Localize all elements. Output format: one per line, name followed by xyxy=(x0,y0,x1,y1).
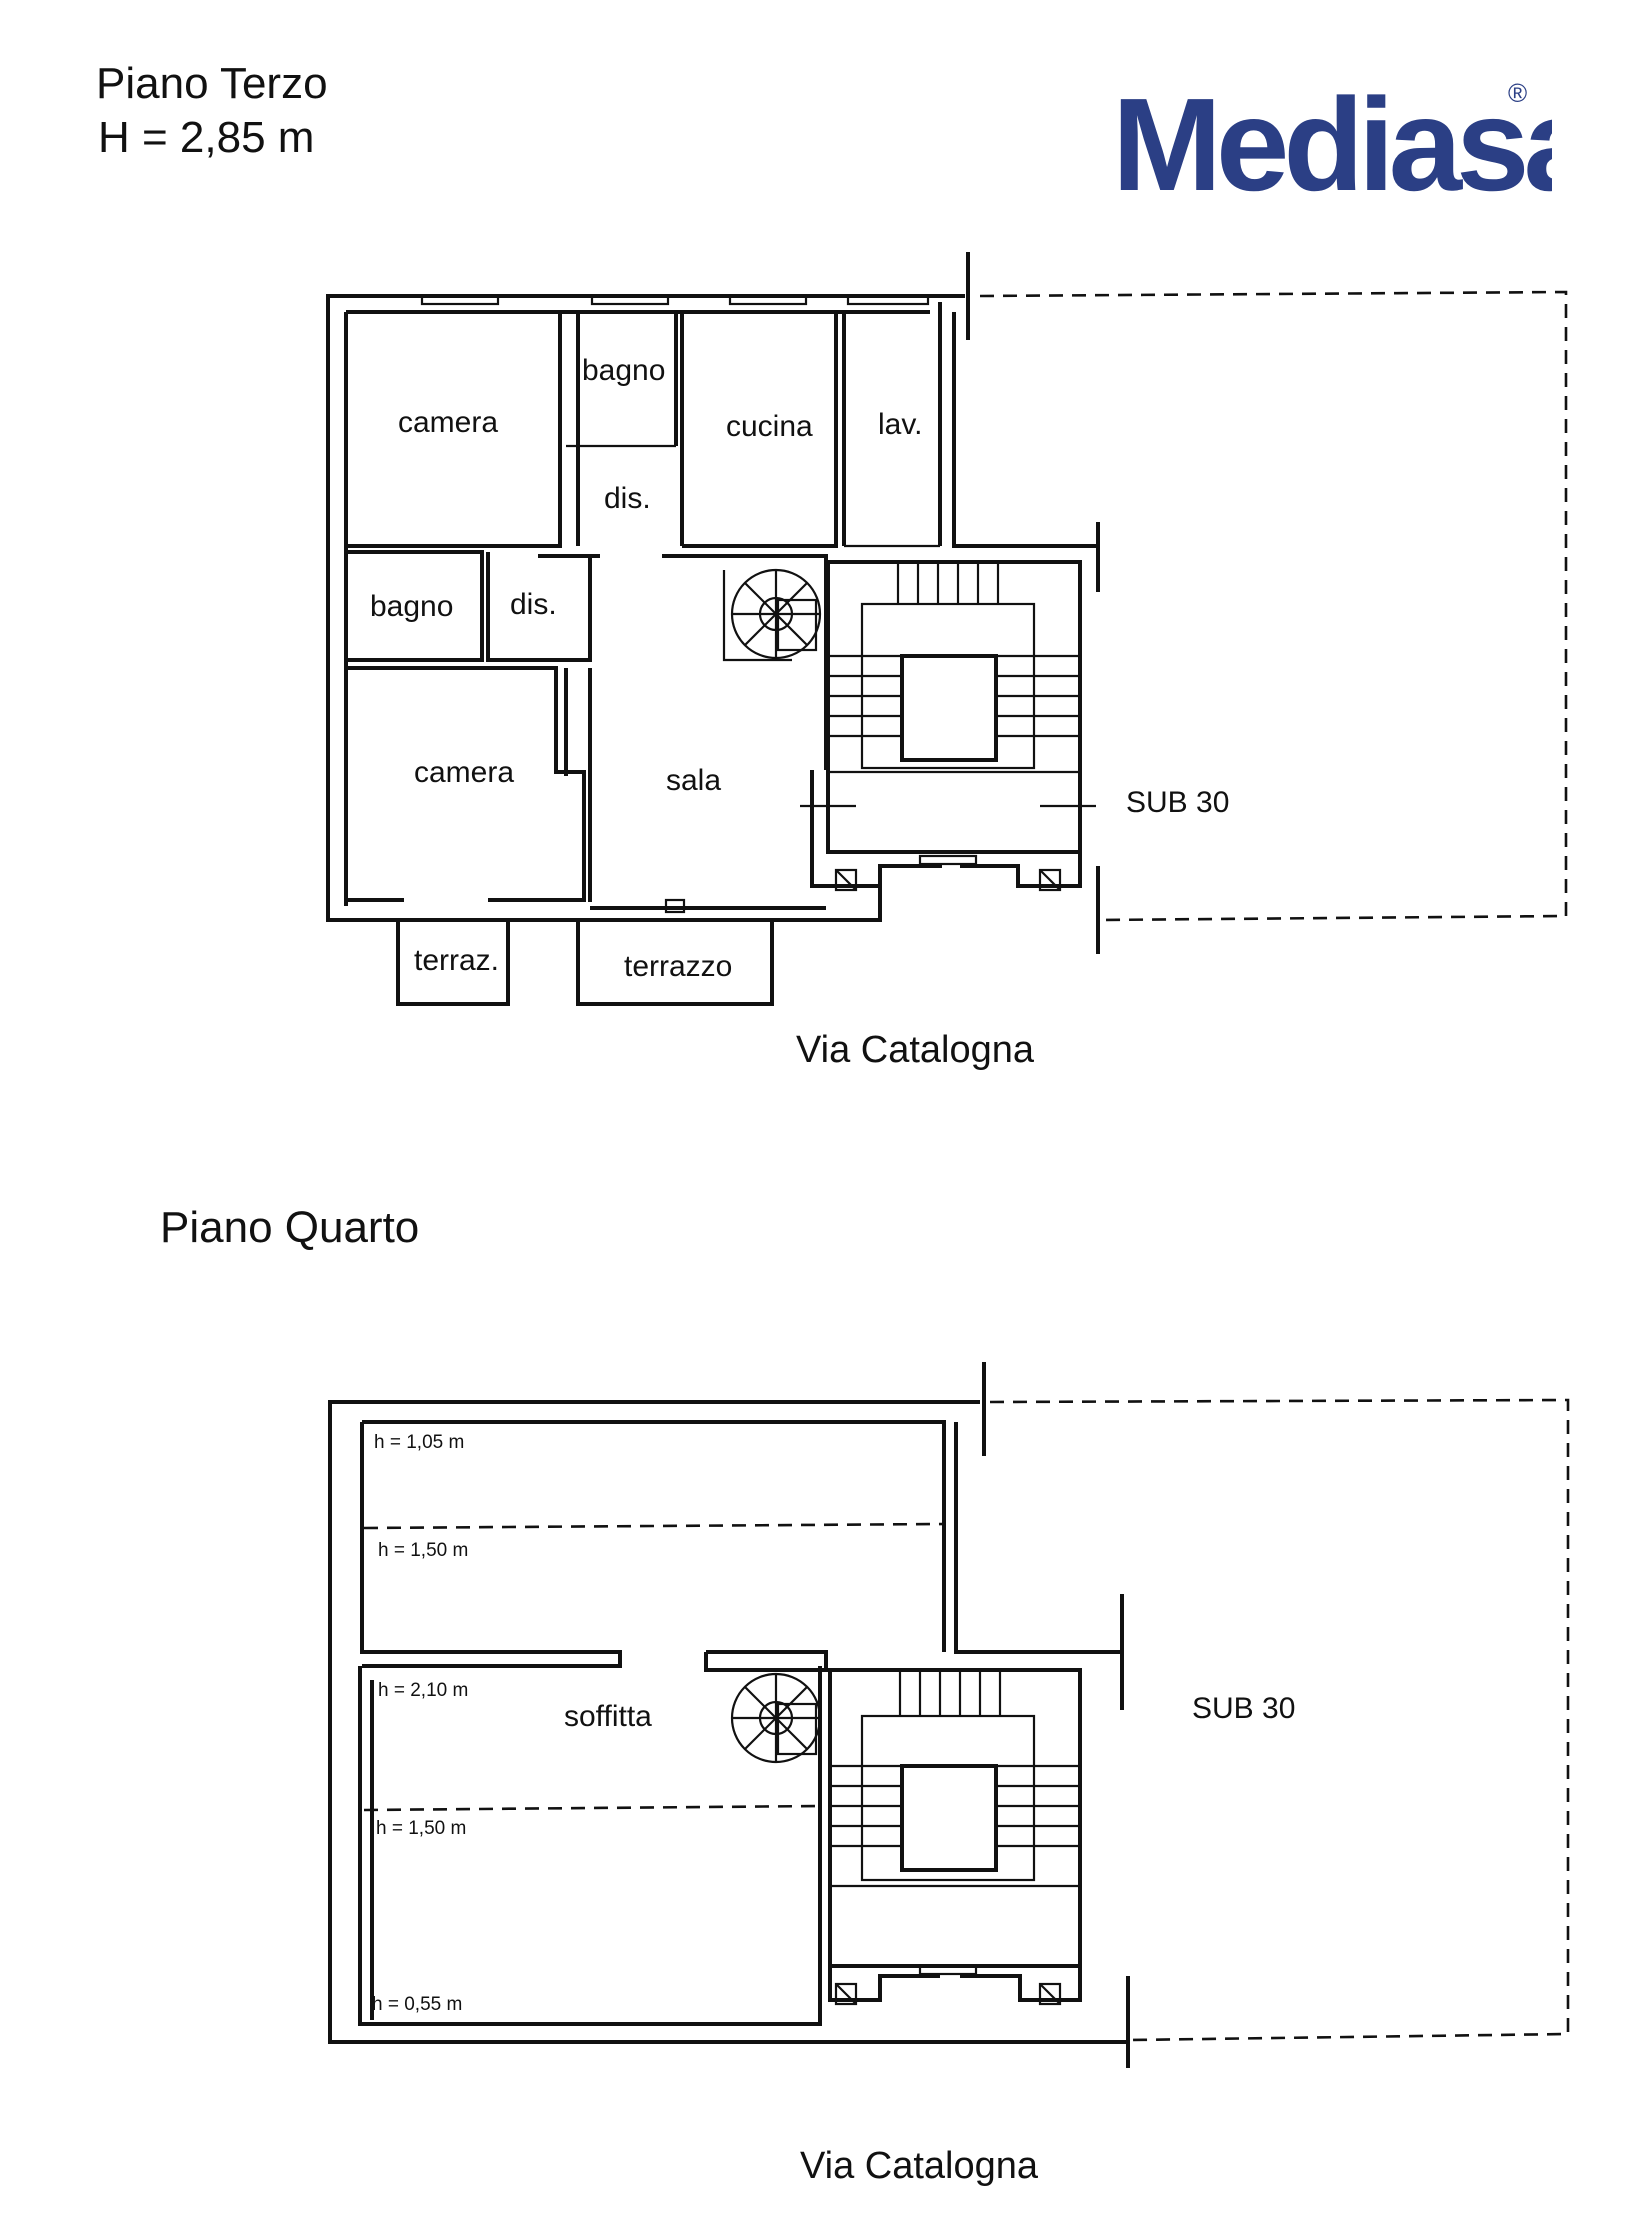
floor-4-street-label: Via Catalogna xyxy=(800,2145,1039,2187)
floor-4-height-label-2: h = 1,50 m xyxy=(378,1540,468,1561)
floor-3-room-dis-left: dis. xyxy=(510,588,557,621)
floor-4-height-label-5: h = 0,55 m xyxy=(372,1994,462,2015)
floor-4-sub-30-label: SUB 30 xyxy=(1192,1692,1295,1725)
floor-4-stair-core xyxy=(828,1668,1082,2006)
floor-3-stair-core xyxy=(800,560,1096,892)
floor-3-room-bagno-left: bagno xyxy=(370,590,453,623)
floor-3-walls xyxy=(326,252,1100,1006)
floor-3-room-terrazzo: terrazzo xyxy=(624,950,732,983)
floor-3-room-lav: lav. xyxy=(878,408,922,441)
floor-4-spiral-stair xyxy=(730,1672,822,1764)
floor-3-room-terraz: terraz. xyxy=(414,944,499,977)
floor-4-room-soffitta: soffitta xyxy=(564,1700,652,1733)
floor-3-street-label: Via Catalogna xyxy=(796,1029,1035,1071)
floor-3-room-bagno-top: bagno xyxy=(582,354,665,387)
logo-registered-mark: ® xyxy=(1508,78,1527,108)
floor-4-plan: h = 1,05 m h = 1,50 m h = 2,10 m h = 1,5… xyxy=(328,1362,1570,2068)
logo-text: Mediasard xyxy=(1112,71,1552,218)
floor-4-walls xyxy=(328,1362,1130,2068)
floor-4-height-label-4: h = 1,50 m xyxy=(376,1818,466,1839)
floor-3-height: H = 2,85 m xyxy=(98,113,315,162)
floor-4-height-line-1 xyxy=(363,1522,945,1530)
floor-4-title: Piano Quarto xyxy=(160,1203,420,1252)
floor-3-room-cucina: cucina xyxy=(726,410,813,443)
floor-3-room-sala: sala xyxy=(666,764,721,797)
floor-3-room-camera-bottom: camera xyxy=(414,756,514,789)
floor-3-sub-30-boundary xyxy=(979,290,1568,922)
floor-4-height-label-3: h = 2,10 m xyxy=(378,1680,468,1701)
floor-3-title: Piano Terzo xyxy=(96,59,328,108)
floor-3-room-camera-top: camera xyxy=(398,406,498,439)
floor-4-height-line-2 xyxy=(363,1804,821,1812)
floor-4-height-label-1: h = 1,05 m xyxy=(374,1432,464,1453)
floor-3-spiral-stair xyxy=(722,568,822,662)
floor-4-sub-30-boundary xyxy=(989,1398,1570,2042)
floor-3-sub-30-label: SUB 30 xyxy=(1126,786,1229,819)
floor-3-room-dis-top: dis. xyxy=(604,482,651,515)
floor-3-plan: camera bagno dis. cucina lav. bagno dis.… xyxy=(326,252,1568,1006)
mediasard-logo: Mediasard ® xyxy=(1112,71,1552,218)
